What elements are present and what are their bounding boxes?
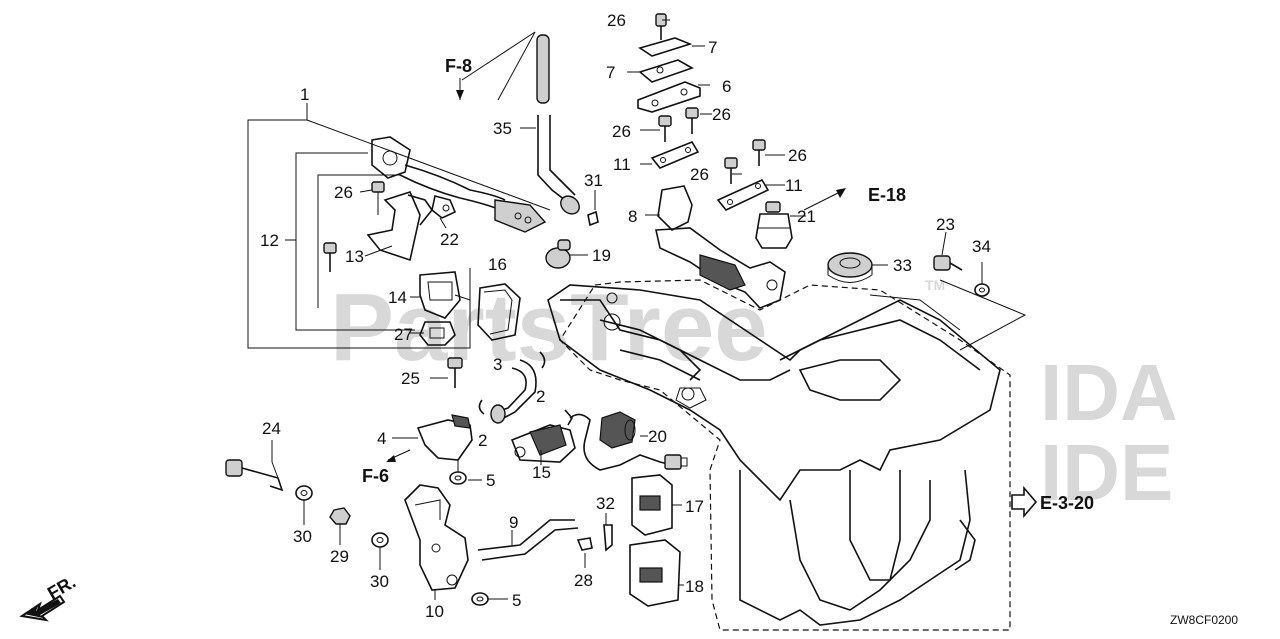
oil-case-outline <box>547 279 1011 631</box>
bolts-26-middle <box>658 107 766 184</box>
valve-15 <box>510 409 688 471</box>
mount-17 <box>631 474 673 536</box>
clip-28 <box>576 537 593 551</box>
leader-lines <box>271 19 947 600</box>
connector-20 <box>599 411 636 449</box>
callout-27: 27 <box>394 325 413 344</box>
callout-3: 3 <box>493 355 502 374</box>
callout-6: 6 <box>722 77 731 96</box>
watermark-tm: TM <box>925 277 945 293</box>
callout-26d: 26 <box>690 165 709 184</box>
bolt-26-left <box>323 242 337 272</box>
callout-23: 23 <box>936 215 955 234</box>
harness-group-bracket <box>247 103 551 349</box>
callout-34: 34 <box>972 237 991 256</box>
bracket-13 <box>366 181 433 262</box>
callout-22: 22 <box>440 230 459 249</box>
callout-5b: 5 <box>512 591 521 610</box>
callout-2a: 2 <box>536 387 545 406</box>
reference-e18: E-18 <box>868 185 906 205</box>
callout-2b: 2 <box>478 431 487 450</box>
grommet-33 <box>827 252 873 283</box>
grommet-14 <box>419 271 461 319</box>
washer-30a <box>295 485 313 501</box>
callout-12: 12 <box>260 231 279 250</box>
hose-3 <box>478 351 546 424</box>
callout-31: 31 <box>584 171 603 190</box>
callout-28: 28 <box>574 571 593 590</box>
shift-arm-8 <box>655 185 786 309</box>
bolt-23 <box>933 255 963 271</box>
washer-34 <box>939 262 1027 351</box>
callout-35: 35 <box>493 119 512 138</box>
bolt-25 <box>447 357 463 388</box>
front-arrow <box>19 594 66 622</box>
callout-18: 18 <box>685 577 704 596</box>
clamp-22 <box>431 195 457 219</box>
bracket-10 <box>404 484 469 591</box>
callout-32: 32 <box>596 494 615 513</box>
callout-13: 13 <box>345 247 364 266</box>
reference-f8: F-8 <box>445 56 472 76</box>
reference-f6: F-6 <box>362 466 389 486</box>
callout-16: 16 <box>488 255 507 274</box>
diagram-code: ZW8CF0200 <box>1170 613 1238 627</box>
washer-30b <box>371 532 389 548</box>
bolt-24 <box>225 440 284 492</box>
plate-stack <box>637 13 701 113</box>
callout-19: 19 <box>592 246 611 265</box>
callout-29: 29 <box>330 547 349 566</box>
sensor-4 <box>386 414 473 462</box>
callout-17: 17 <box>685 497 704 516</box>
mount-18 <box>629 539 681 607</box>
callout-24: 24 <box>262 419 281 438</box>
reference-e-3-20: E-3-20 <box>1040 493 1094 513</box>
callout-26f: 26 <box>334 183 353 202</box>
grommet-21 <box>755 201 793 249</box>
callout-5a: 5 <box>486 471 495 490</box>
callout-1: 1 <box>300 85 309 104</box>
hose-9 <box>477 519 579 561</box>
clip-31 <box>587 210 599 227</box>
callout-labels: 1 2 2 3 4 5 5 6 7 7 8 9 10 11 11 12 13 1… <box>260 11 991 621</box>
callout-26b: 26 <box>612 122 631 141</box>
nut-29 <box>329 507 351 525</box>
callout-26a: 26 <box>607 11 626 30</box>
callout-11a: 11 <box>613 155 631 174</box>
watermark-side-1: IDA <box>1040 348 1178 437</box>
watermark-text: PartsTree <box>330 274 768 381</box>
arrow-e-3-20 <box>1011 485 1038 519</box>
clip-32 <box>603 524 613 552</box>
callout-4: 4 <box>377 429 386 448</box>
callout-7a: 7 <box>708 38 717 57</box>
callout-20: 20 <box>648 427 667 446</box>
callout-14: 14 <box>388 288 407 307</box>
callout-33: 33 <box>893 256 912 275</box>
reference-fr: FR. <box>44 572 79 604</box>
hose-35 <box>456 31 580 215</box>
callout-30a: 30 <box>293 527 312 546</box>
callout-11b: 11 <box>785 176 803 195</box>
harness-connector <box>371 136 547 233</box>
callout-7b: 7 <box>606 63 615 82</box>
callout-21: 21 <box>797 207 816 226</box>
pad-16 <box>477 283 521 341</box>
callout-30b: 30 <box>370 572 389 591</box>
callout-8: 8 <box>628 207 637 226</box>
grommet-27 <box>419 321 456 346</box>
callout-25: 25 <box>401 369 420 388</box>
plates-11 <box>650 141 770 211</box>
callout-9: 9 <box>509 513 518 532</box>
callout-26c: 26 <box>712 105 731 124</box>
callout-10: 10 <box>425 602 444 621</box>
cap-19 <box>545 239 571 269</box>
callout-15: 15 <box>532 463 551 482</box>
callout-26e: 26 <box>788 146 807 165</box>
watermark-side-2: IDE <box>1040 428 1173 517</box>
